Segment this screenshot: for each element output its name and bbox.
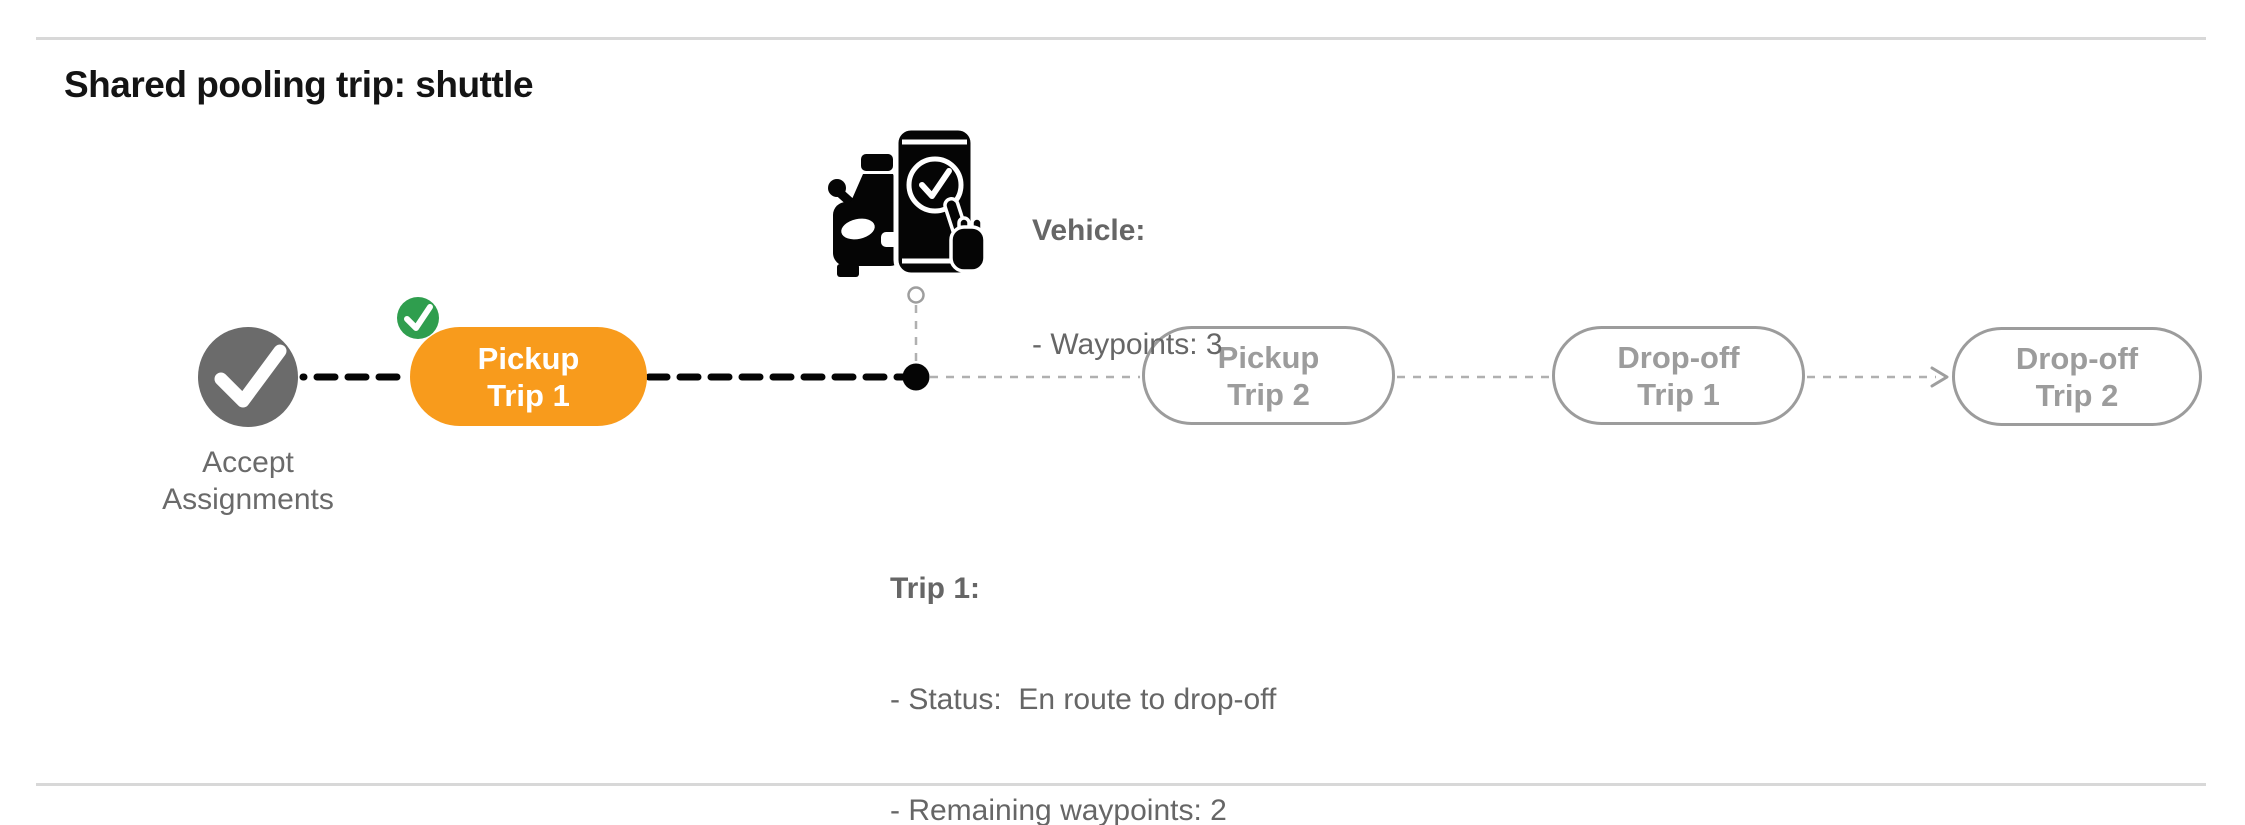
vehicle-waypoints: - Waypoints: 3 <box>1032 328 1223 361</box>
node-label-line2: Trip 2 <box>2035 377 2119 413</box>
bottom-divider <box>36 783 2206 786</box>
accept-assignments-label: Accept Assignments <box>108 444 388 518</box>
node-label-line1: Drop-off <box>2015 340 2139 376</box>
trip-status-panel: Trip 1: - Status: En route to drop-off -… <box>890 496 1276 825</box>
car-with-phone-check-icon <box>828 125 987 278</box>
check-badge-icon <box>397 297 439 339</box>
node-label-line2: Trip 2 <box>1227 376 1310 412</box>
trip1-heading: Trip 1: <box>890 572 981 605</box>
check-icon <box>214 344 287 408</box>
vehicle-position-dot <box>907 286 925 304</box>
node-dropoff-trip-1: Drop-off Trip 1 <box>1552 326 1805 425</box>
vehicle-heading: Vehicle: <box>1032 214 1146 247</box>
trip1-waypoints: - Remaining waypoints: 2 <box>890 794 1227 825</box>
accept-label-line2: Assignments <box>162 483 334 516</box>
accept-label-line1: Accept <box>202 446 294 479</box>
page-title: Shared pooling trip: shuttle <box>64 64 534 105</box>
node-dropoff-trip-2: Drop-off Trip 2 <box>1952 327 2202 426</box>
top-divider <box>36 37 2206 40</box>
node-label-line1: Pickup <box>1217 339 1320 375</box>
node-pickup-trip-1: Pickup Trip 1 <box>410 327 647 426</box>
current-position-dot <box>902 363 930 391</box>
node-label-line1: Drop-off <box>1617 339 1740 375</box>
trip1-status: - Status: En route to drop-off <box>890 683 1277 716</box>
arrowhead-icon <box>1930 366 1949 388</box>
node-label-line2: Trip 1 <box>487 377 570 413</box>
node-label-line1: Pickup <box>477 340 580 376</box>
node-pickup-trip-2: Pickup Trip 2 <box>1142 326 1395 425</box>
accept-node <box>198 327 298 427</box>
pointing-hand-icon <box>943 197 987 273</box>
car-silhouette <box>828 154 903 277</box>
vehicle-info-panel: Vehicle: - Waypoints: 3 <box>1032 136 1223 440</box>
node-label-line2: Trip 1 <box>1637 376 1720 412</box>
